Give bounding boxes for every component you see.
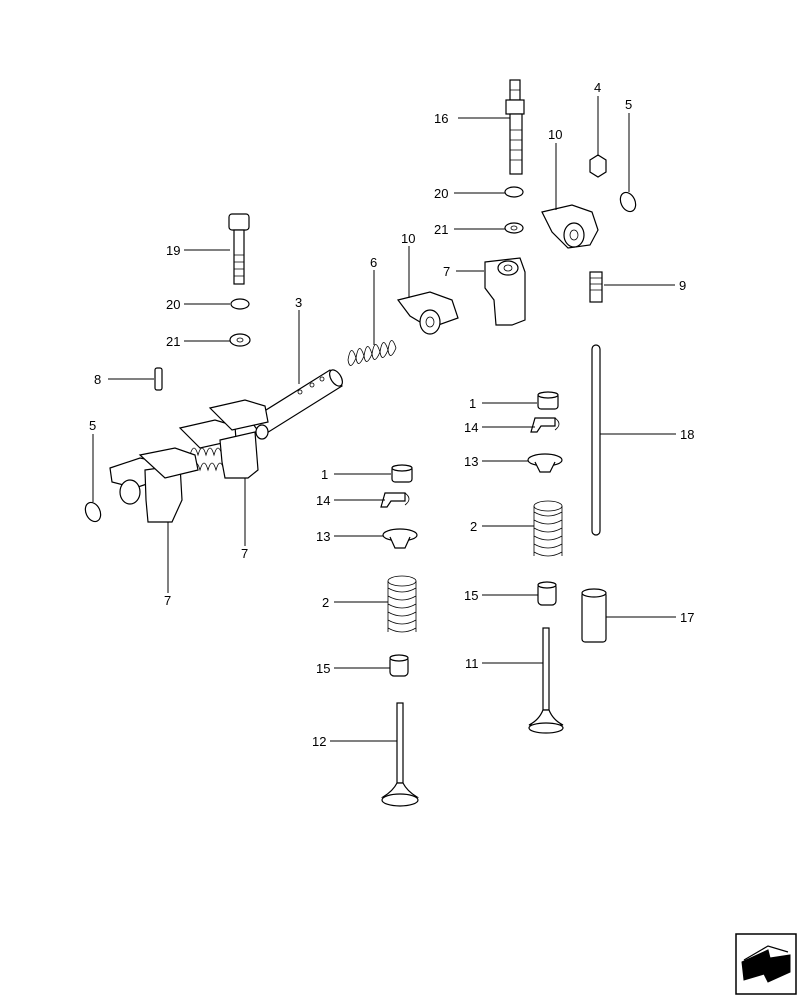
valve-spring-right (533, 500, 563, 557)
washer-21-right (504, 222, 524, 234)
next-page-arrow-icon[interactable] (735, 933, 797, 995)
valve-spring-left (387, 575, 417, 633)
valve-cap-left (391, 464, 413, 483)
callout-12: 12 (312, 734, 326, 749)
intake-valve (380, 702, 420, 807)
rocker-support-top (484, 257, 526, 326)
callout-20-right: 20 (434, 186, 448, 201)
callout-21-left: 21 (166, 334, 180, 349)
callout-10-center: 10 (401, 231, 415, 246)
callout-1-right: 1 (469, 396, 476, 411)
washer-20-left (230, 298, 250, 310)
callout-9: 9 (679, 278, 686, 293)
callout-16: 16 (434, 111, 448, 126)
callout-10-right: 10 (548, 127, 562, 142)
callout-5-right: 5 (625, 97, 632, 112)
callout-6: 6 (370, 255, 377, 270)
spring-retainer-left (382, 528, 418, 549)
spring-retainer-right (527, 453, 563, 473)
washer-21-left (229, 333, 251, 347)
callout-5-left: 5 (89, 418, 96, 433)
valve-guide (581, 588, 607, 643)
callout-8: 8 (94, 372, 101, 387)
rocker-arm-top-right (541, 204, 599, 249)
washer-20-right (504, 186, 524, 198)
leader-lines (92, 96, 676, 742)
callout-11: 11 (465, 656, 479, 671)
callout-7-top: 7 (443, 264, 450, 279)
nut (589, 154, 607, 178)
valve-seal-right (537, 581, 557, 606)
push-rod (591, 344, 601, 536)
shaft-spring (347, 340, 397, 366)
callout-7-middle: 7 (241, 546, 248, 561)
callout-15-right: 15 (464, 588, 478, 603)
callout-13-right: 13 (464, 454, 478, 469)
rocker-arm-center (396, 291, 459, 335)
circlip-right (619, 191, 637, 213)
callout-21-right: 21 (434, 222, 448, 237)
collet-right (530, 417, 560, 433)
callout-7-left: 7 (164, 593, 171, 608)
callout-14-left: 14 (316, 493, 330, 508)
callout-2-left: 2 (322, 595, 329, 610)
callout-18: 18 (680, 427, 694, 442)
adjust-screw (589, 271, 603, 303)
callout-13-left: 13 (316, 529, 330, 544)
exhaust-valve (528, 627, 564, 734)
bolt (228, 213, 250, 285)
callout-19: 19 (166, 243, 180, 258)
collet-left (380, 492, 410, 508)
stud-bolt (505, 79, 525, 175)
callout-17: 17 (680, 610, 694, 625)
pin (154, 367, 163, 391)
rocker-shaft-assembly (109, 369, 343, 523)
callout-20-left: 20 (166, 297, 180, 312)
callout-3: 3 (295, 295, 302, 310)
circlip-left (84, 501, 102, 523)
callout-15-left: 15 (316, 661, 330, 676)
callout-labels: 16 4 5 10 20 21 10 7 9 6 3 19 20 21 8 5 … (89, 80, 694, 749)
callout-2-right: 2 (470, 519, 477, 534)
callout-4: 4 (594, 80, 601, 95)
valve-cap-right (537, 391, 559, 410)
callout-14-right: 14 (464, 420, 478, 435)
valve-seal-left (389, 654, 409, 677)
callout-1-left: 1 (321, 467, 328, 482)
